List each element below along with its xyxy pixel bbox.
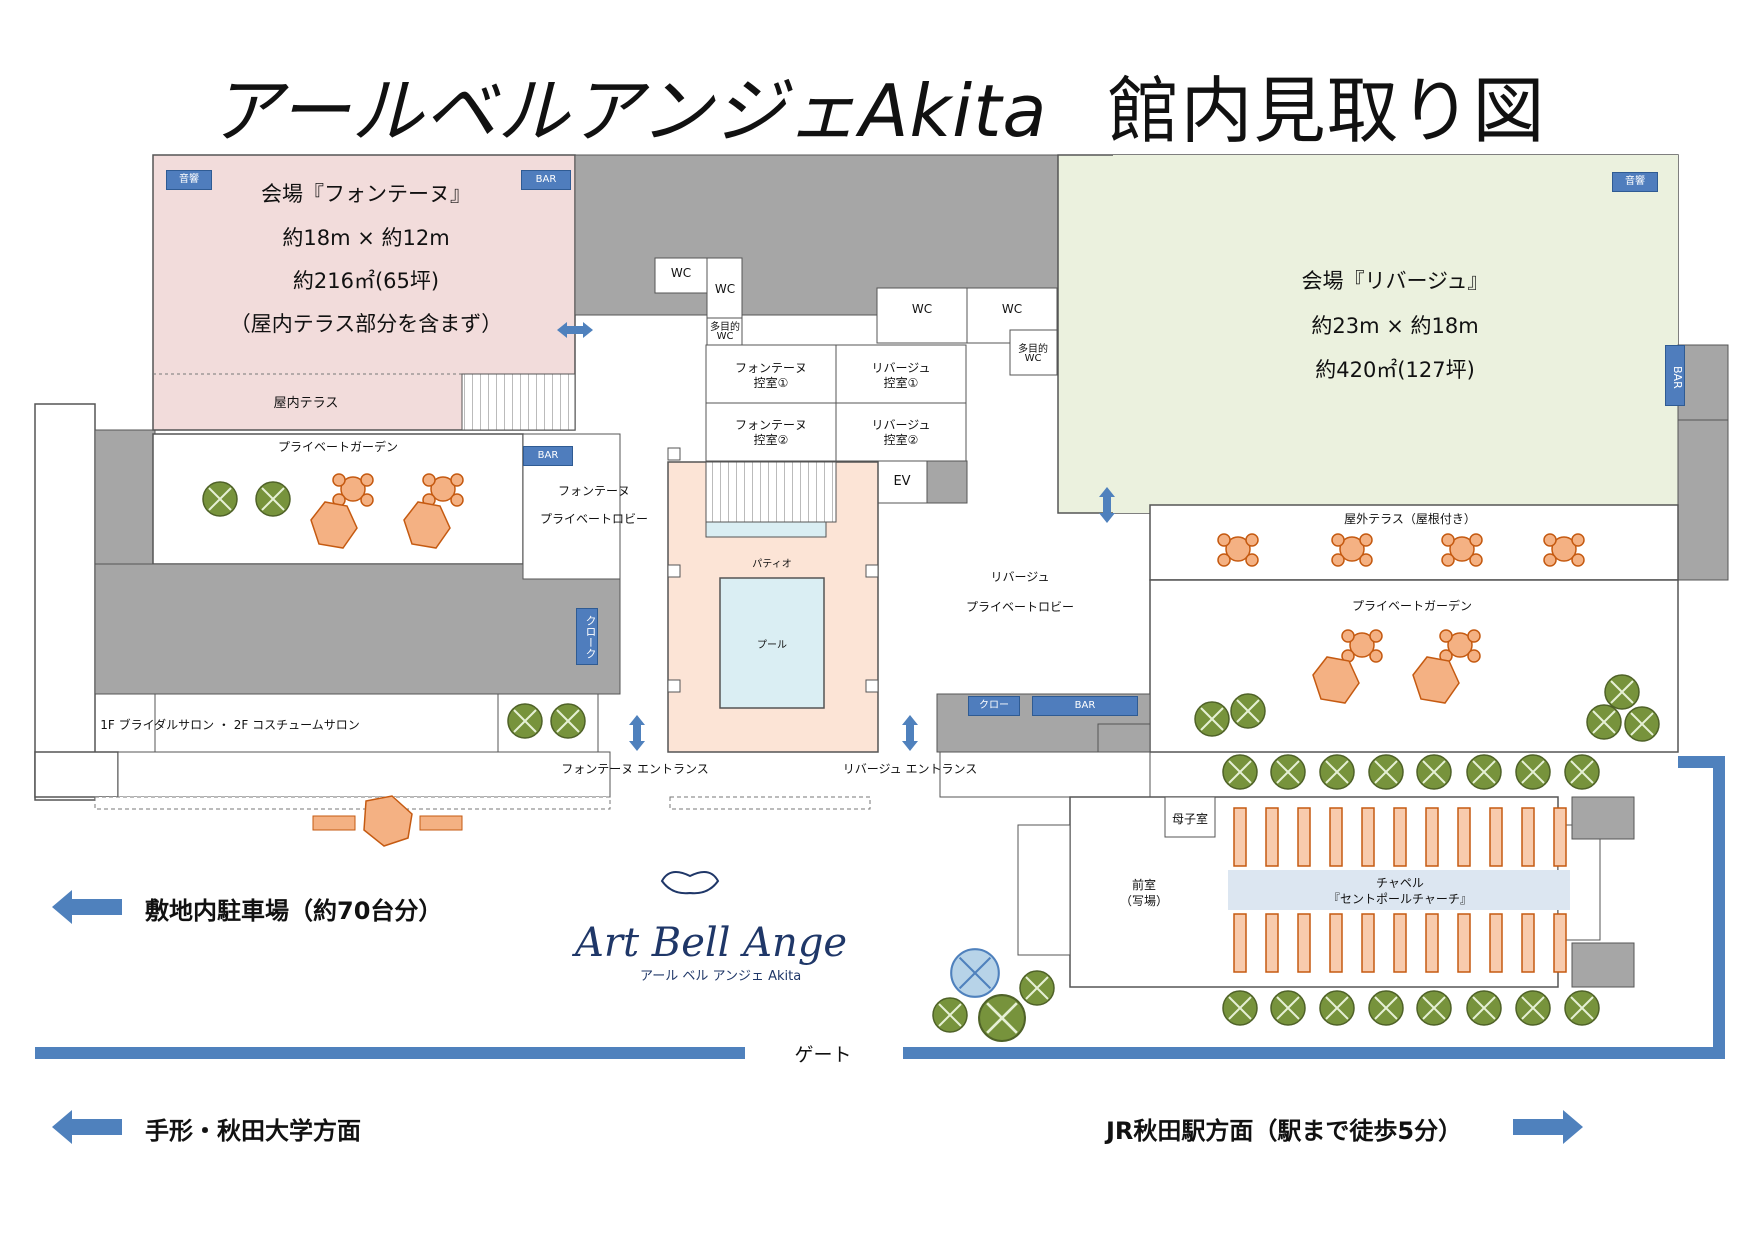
bar-badge-riviage-lobby: BAR	[1032, 696, 1138, 716]
anteroom-label-2: （写場）	[1119, 894, 1169, 908]
multi-wc-label-1b: WC	[716, 331, 734, 342]
pool-label: プール	[757, 640, 787, 651]
bar-badge-riviage: BAR	[1665, 345, 1685, 406]
riviage-waiting-1-b: 控室①	[883, 376, 919, 390]
logo-sub: アール ベル アンジェ Akita	[640, 969, 802, 984]
jr-arrow	[1513, 1110, 1583, 1144]
cloak-badge: クローク	[576, 608, 598, 665]
outdoor-terrace-label: 屋外テラス（屋根付き）	[1344, 512, 1476, 526]
fontaine-waiting-1-b: 控室①	[753, 376, 789, 390]
riviage-waiting-2-b: 控室②	[883, 433, 919, 447]
logo-name: Art Bell Ange	[575, 920, 848, 966]
private-garden-right-label: プライベートガーデン	[1351, 599, 1473, 613]
fontaine-hall-size: 約18m × 約12m	[282, 226, 450, 250]
riviage-waiting-1-a: リバージュ	[871, 361, 931, 375]
chapel-aisle	[1228, 870, 1570, 910]
riviage-lobby-label-1: リバージュ	[990, 570, 1050, 584]
wc-label-1: WC	[670, 266, 692, 280]
fontaine-lobby-label-2: プライベートロビー	[539, 512, 649, 526]
riviage-entrance-label: リバージュ エントランス	[842, 762, 978, 776]
fontaine-waiting-2-a: フォンテーヌ	[734, 418, 808, 432]
parking-direction-label: 敷地内駐車場（約70台分）	[145, 897, 443, 925]
page-title: アールベルアンジェAkita 館内見取り図	[0, 52, 1755, 157]
fontaine-lobby-label-1: フォンテーヌ	[557, 484, 631, 498]
sound-badge-riviage: 音響	[1612, 172, 1658, 192]
patio-label: パティオ	[752, 559, 792, 570]
title-main: アールベルアンジェAkita	[209, 69, 1048, 153]
tegata-direction-label: 手形・秋田大学方面	[145, 1117, 361, 1145]
logo-mark	[660, 871, 720, 895]
fontaine-hall-name: 会場『フォンテーヌ』	[261, 182, 471, 206]
multi-wc-label-2a: 多目的	[1018, 344, 1048, 355]
cloak-badge-riviage: クロー	[968, 696, 1020, 716]
chapel-label-2: 『セントポールチャーチ』	[1328, 892, 1472, 906]
nursing-room-label: 母子室	[1171, 812, 1209, 826]
sound-badge-fontaine: 音響	[166, 170, 212, 190]
fontaine-hall-note: （屋内テラス部分を含まず）	[229, 312, 503, 336]
title-sub: 館内見取り図	[1107, 69, 1546, 153]
chapel-label-1: チャペル	[1376, 876, 1424, 890]
riviage-lobby-label-2: プライベートロビー	[965, 600, 1075, 614]
riviage-waiting-2-a: リバージュ	[871, 418, 931, 432]
fontaine-entrance-label: フォンテーヌ エントランス	[561, 762, 709, 776]
fontaine-waiting-2-b: 控室②	[753, 433, 789, 447]
anteroom-label-1: 前室	[1131, 878, 1157, 892]
riviage-hall-name: 会場『リバージュ』	[1301, 269, 1489, 293]
wc-label-2: WC	[714, 282, 736, 296]
riviage-hall-area: 約420㎡(127坪)	[1315, 358, 1475, 382]
jr-direction-label: JR秋田駅方面（駅まで徒歩5分）	[1106, 1117, 1463, 1145]
multi-wc-label-2b: WC	[1024, 353, 1042, 364]
private-garden-left-label: プライベートガーデン	[277, 440, 399, 454]
bar-badge-fontaine: BAR	[521, 170, 571, 190]
wc-label-4: WC	[1001, 302, 1023, 316]
pool	[719, 577, 825, 709]
riviage-hall-size: 約23m × 約18m	[1311, 314, 1479, 338]
gate-label: ゲート	[794, 1044, 852, 1066]
indoor-terrace-label: 屋内テラス	[273, 396, 339, 411]
fontaine-hall-area: 約216㎡(65坪)	[292, 269, 440, 293]
bar-badge-garden: BAR	[523, 446, 573, 466]
parking-arrow	[52, 890, 122, 924]
tegata-arrow	[52, 1110, 122, 1144]
fontaine-waiting-1-a: フォンテーヌ	[734, 361, 808, 375]
salon-label: 1F ブライダルサロン ・ 2F コスチュームサロン	[100, 718, 360, 732]
wc-label-3: WC	[911, 302, 933, 316]
ev-label: EV	[893, 474, 911, 489]
multi-wc-label-1a: 多目的	[710, 322, 740, 333]
